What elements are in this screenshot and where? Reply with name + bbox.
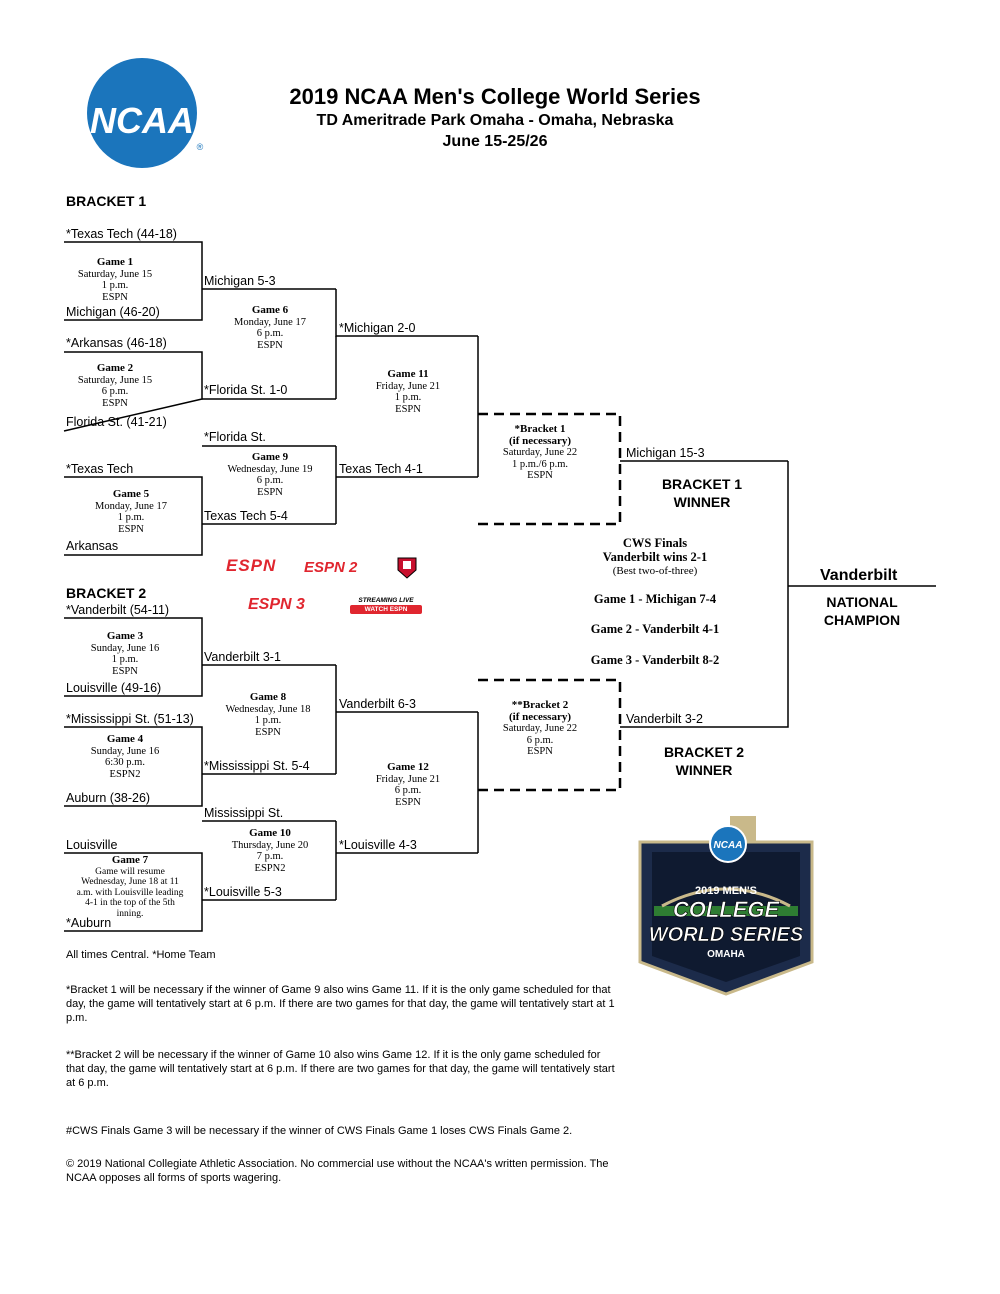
cws-finals-game3: Game 3 - Vanderbilt 8-2 — [590, 653, 720, 667]
cws-finals-title: CWS Finals — [622, 536, 688, 550]
watch-espn-logo: STREAMING LIVE WATCH ESPN — [350, 597, 422, 614]
b2-team-r3: *Mississippi St. (51-13) — [66, 712, 194, 726]
bracket2-if-necessary-info: **Bracket 2(if necessary)Saturday, June … — [502, 699, 578, 757]
b2-team-r1: *Vanderbilt (54-11) — [66, 603, 170, 617]
b1-winner-g11: Michigan 15-3 — [626, 446, 705, 460]
bracket1-if-necessary-info: *Bracket 1(if necessary)Saturday, June 2… — [502, 423, 578, 481]
b2-team-r5: Louisville — [66, 838, 118, 852]
b1-loser-slot-2: Texas Tech 5-4 — [204, 509, 288, 523]
cws-badge-text: NCAA — [714, 840, 743, 851]
espn2-logo: ESPN 2 — [304, 559, 358, 576]
accn-logo-icon — [396, 556, 418, 585]
cws-logo: NCAA 2019 MEN'S COLLEGE WORLD SERIES OMA… — [632, 812, 820, 998]
bracket1-heading: BRACKET 1 — [66, 193, 147, 209]
times-note: All times Central. *Home Team — [66, 949, 216, 961]
ncaa-logo-text: NCAA — [90, 100, 194, 141]
venue-subtitle: TD Ameritrade Park Omaha - Omaha, Nebras… — [316, 112, 674, 129]
b1-team-r2: Michigan (46-20) — [66, 305, 160, 319]
b2-winner-g8: Vanderbilt 6-3 — [339, 697, 416, 711]
page-title: 2019 NCAA Men's College World Series — [289, 84, 701, 109]
bracket1-footnote: *Bracket 1 will be necessary if the winn… — [66, 984, 615, 1024]
b2-loser-slot-1: Mississippi St. — [204, 806, 284, 820]
b1-team-r6: Arkansas — [66, 539, 119, 553]
cws-finals-game2: Game 2 - Vanderbilt 4-1 — [590, 622, 720, 636]
b2-team-r4: Auburn (38-26) — [66, 791, 151, 805]
copyright-note: © 2019 National Collegiate Athletic Asso… — [66, 1158, 609, 1184]
b1-team-r4: Florida St. (41-21) — [66, 415, 167, 429]
b2-winner-g4: *Mississippi St. 5-4 — [204, 759, 310, 773]
cws-logo-year: 2019 MEN'S — [695, 885, 757, 897]
cws-finals-game1: Game 1 - Michigan 7-4 — [593, 592, 717, 606]
national-champion-team: Vanderbilt — [820, 567, 898, 584]
finals-footnote: #CWS Finals Game 3 will be necessary if … — [66, 1125, 573, 1137]
b1-winner-g2: *Florida St. 1-0 — [204, 383, 288, 397]
b1-winner-g9: Texas Tech 4-1 — [339, 462, 423, 476]
cws-logo-omaha: OMAHA — [707, 949, 745, 960]
b1-team-r1: *Texas Tech (44-18) — [66, 227, 177, 241]
b2-team-r2: Louisville (49-16) — [66, 681, 162, 695]
b1-winner-g6: *Michigan 2-0 — [339, 321, 416, 335]
espn3-logo: ESPN 3 — [248, 596, 305, 613]
espn-logo: ESPN — [226, 556, 277, 575]
b1-winner-g1: Michigan 5-3 — [204, 274, 276, 288]
cws-logo-college: COLLEGE — [673, 897, 781, 922]
b2-winner-g3: Vanderbilt 3-1 — [204, 650, 281, 664]
cws-finals-format: (Best two-of-three) — [612, 565, 698, 577]
b1-team-r5: *Texas Tech — [66, 462, 134, 476]
b2-winner-g10: *Louisville 4-3 — [339, 838, 417, 852]
b2-team-r6: *Auburn — [66, 916, 112, 930]
date-subtitle: June 15-25/26 — [442, 133, 548, 150]
bracket2-heading: BRACKET 2 — [66, 585, 147, 601]
bracket2-footnote: **Bracket 2 will be necessary if the win… — [66, 1049, 615, 1089]
registered-mark: ® — [197, 142, 204, 152]
cws-logo-world-series: WORLD SERIES — [649, 924, 804, 946]
cws-finals-result: Vanderbilt wins 2-1 — [602, 550, 708, 564]
ncaa-logo: NCAA ® — [82, 58, 207, 173]
b2-winner-g12: Vanderbilt 3-2 — [626, 712, 703, 726]
b1-loser-slot-1: *Florida St. — [204, 430, 266, 444]
b2-loser-slot-2: *Louisville 5-3 — [204, 885, 282, 899]
b1-team-r3: *Arkansas (46-18) — [66, 336, 167, 350]
